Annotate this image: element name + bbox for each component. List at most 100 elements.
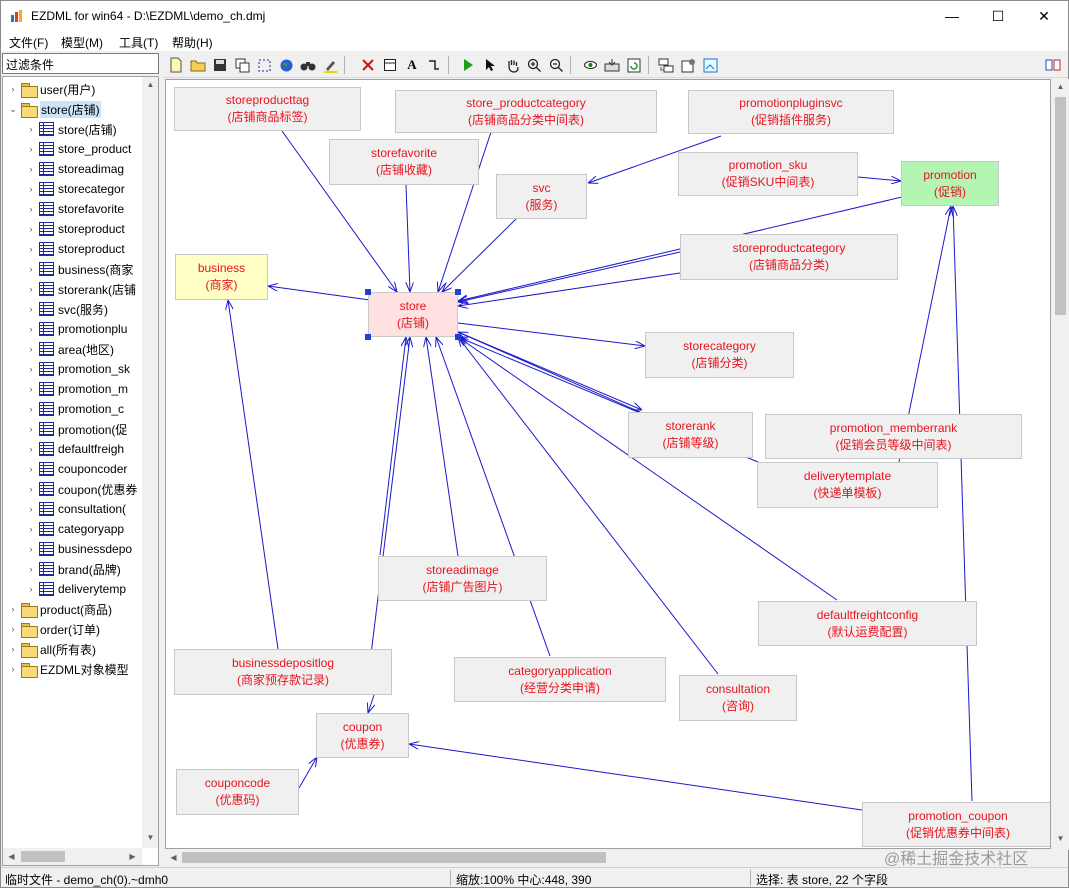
tree-group[interactable]: ›product(商品) bbox=[7, 599, 112, 619]
collapsed-chevron-icon[interactable]: › bbox=[29, 524, 33, 534]
scroll-down-icon[interactable]: ▼ bbox=[146, 833, 155, 842]
collapsed-chevron-icon[interactable]: › bbox=[29, 224, 33, 234]
collapsed-chevron-icon[interactable]: › bbox=[11, 604, 15, 614]
entity-businessdepositlog[interactable]: businessdepositlog(商家预存款记录) bbox=[174, 649, 392, 695]
tree-table-item[interactable]: ›promotion_c bbox=[25, 399, 124, 419]
entity-storeproductcategory[interactable]: storeproductcategory(店铺商品分类) bbox=[680, 234, 898, 280]
relationship-line[interactable] bbox=[368, 694, 374, 713]
relationship-line[interactable] bbox=[438, 122, 495, 292]
menu-help[interactable]: 帮助(H) bbox=[172, 36, 213, 50]
collapsed-chevron-icon[interactable]: › bbox=[29, 424, 33, 434]
tree-table-item[interactable]: ›promotion_sk bbox=[25, 359, 130, 379]
minimize-button[interactable]: — bbox=[945, 8, 959, 24]
collapsed-chevron-icon[interactable]: › bbox=[29, 484, 33, 494]
entity-storeproducttag[interactable]: storeproducttag(店铺商品标签) bbox=[174, 87, 361, 131]
entity-promotion-memberrank[interactable]: promotion_memberrank(促销会员等级中间表) bbox=[765, 414, 1022, 459]
pointer-icon[interactable] bbox=[480, 55, 500, 75]
relationship-line[interactable] bbox=[409, 744, 863, 811]
scroll-left-icon[interactable]: ◀ bbox=[170, 853, 177, 862]
run-icon[interactable] bbox=[458, 55, 478, 75]
copy-icon[interactable] bbox=[232, 55, 252, 75]
selection-handle[interactable] bbox=[365, 289, 371, 295]
collapsed-chevron-icon[interactable]: › bbox=[11, 624, 15, 634]
entity-consultation[interactable]: consultation(咨询) bbox=[679, 675, 797, 721]
entity-promotion-sku[interactable]: promotion_sku(促销SKU中间表) bbox=[678, 152, 858, 196]
scroll-right-icon[interactable]: ▶ bbox=[129, 852, 136, 861]
zoom-out-icon[interactable] bbox=[546, 55, 566, 75]
relationship-line[interactable] bbox=[298, 757, 317, 789]
entity-storeadimage[interactable]: storeadimage(店铺广告图片) bbox=[378, 556, 547, 601]
collapsed-chevron-icon[interactable]: › bbox=[29, 404, 33, 414]
save-icon[interactable] bbox=[210, 55, 230, 75]
tree-table-item[interactable]: ›defaultfreigh bbox=[25, 439, 124, 459]
collapsed-chevron-icon[interactable]: › bbox=[29, 164, 33, 174]
import-icon[interactable] bbox=[602, 55, 622, 75]
scroll-up-icon[interactable]: ▲ bbox=[1056, 82, 1065, 91]
tree-group[interactable]: ›user(用户) bbox=[7, 79, 95, 99]
collapsed-chevron-icon[interactable]: › bbox=[29, 184, 33, 194]
relationship-line[interactable] bbox=[458, 332, 641, 413]
canvas-vertical-scrollbar[interactable]: ▲ ▼ bbox=[1052, 79, 1069, 850]
entity-promotionpluginsvc[interactable]: promotionpluginsvc(促销插件服务) bbox=[688, 90, 894, 134]
collapsed-chevron-icon[interactable]: › bbox=[11, 664, 15, 674]
scroll-up-icon[interactable]: ▲ bbox=[146, 80, 155, 89]
entity-promotion[interactable]: promotion(促销) bbox=[901, 161, 999, 206]
delete-icon[interactable] bbox=[358, 55, 378, 75]
tree-table-item[interactable]: ›storecategor bbox=[25, 179, 125, 199]
entity-storecategory[interactable]: storecategory(店铺分类) bbox=[645, 332, 794, 378]
tree-table-item[interactable]: ›brand(品牌) bbox=[25, 559, 121, 579]
collapsed-chevron-icon[interactable]: › bbox=[29, 344, 33, 354]
selection-handle[interactable] bbox=[455, 289, 461, 295]
properties-icon[interactable] bbox=[678, 55, 698, 75]
tree-vertical-scrollbar[interactable]: ▲ ▼ bbox=[142, 77, 158, 848]
scroll-left-icon[interactable]: ◀ bbox=[8, 852, 15, 861]
relationship-line[interactable] bbox=[953, 206, 973, 802]
table-icon[interactable] bbox=[380, 55, 400, 75]
tree-table-item[interactable]: ›storeadimag bbox=[25, 159, 124, 179]
canvas-vscroll-thumb[interactable] bbox=[1055, 97, 1066, 315]
tree-table-item[interactable]: ›promotionplu bbox=[25, 319, 127, 339]
connector-icon[interactable] bbox=[424, 55, 444, 75]
scroll-down-icon[interactable]: ▼ bbox=[1056, 834, 1065, 843]
canvas-hscroll-thumb[interactable] bbox=[182, 852, 606, 863]
tree-table-item[interactable]: ›store_product bbox=[25, 139, 131, 159]
binoculars-icon[interactable] bbox=[298, 55, 318, 75]
relationship-line[interactable] bbox=[228, 300, 279, 650]
tree-horizontal-scrollbar[interactable]: ◀ ▶ bbox=[3, 848, 142, 865]
relationship-line[interactable] bbox=[857, 177, 901, 181]
tree-table-item[interactable]: ›business(商家 bbox=[25, 259, 133, 279]
expanded-chevron-icon[interactable]: ⌄ bbox=[9, 103, 17, 114]
highlighter-icon[interactable] bbox=[320, 55, 340, 75]
collapsed-chevron-icon[interactable]: › bbox=[29, 464, 33, 474]
collapsed-chevron-icon[interactable]: › bbox=[29, 584, 33, 594]
globe-icon[interactable] bbox=[276, 55, 296, 75]
refresh-icon[interactable] bbox=[624, 55, 644, 75]
tree-table-item[interactable]: ›categoryapp bbox=[25, 519, 124, 539]
collapsed-chevron-icon[interactable]: › bbox=[11, 84, 15, 94]
tree-group[interactable]: ›all(所有表) bbox=[7, 639, 96, 659]
collapsed-chevron-icon[interactable]: › bbox=[29, 504, 33, 514]
text-icon[interactable]: A bbox=[407, 57, 417, 72]
relationship-line[interactable] bbox=[588, 135, 722, 183]
zoom-in-icon[interactable] bbox=[524, 55, 544, 75]
tree-table-item[interactable]: ›consultation( bbox=[25, 499, 126, 519]
entity-store[interactable]: store(店铺) bbox=[368, 292, 458, 337]
entity-coupon[interactable]: coupon(优惠券) bbox=[316, 713, 409, 758]
diagram-canvas[interactable]: storeproducttag(店铺商品标签)store_productcate… bbox=[165, 79, 1051, 849]
tree-group[interactable]: ›EZDML对象模型 bbox=[7, 659, 129, 679]
collapsed-chevron-icon[interactable]: › bbox=[29, 564, 33, 574]
tree-table-item[interactable]: ›businessdepo bbox=[25, 539, 132, 559]
tree-table-item[interactable]: ›promotion_m bbox=[25, 379, 128, 399]
relationship-line[interactable] bbox=[458, 251, 681, 302]
tree-table-item[interactable]: ›store(店铺) bbox=[25, 119, 117, 139]
relationship-line[interactable] bbox=[458, 337, 838, 601]
tree-table-item[interactable]: ›storerank(店铺 bbox=[25, 279, 136, 299]
close-button[interactable]: ✕ bbox=[1038, 7, 1050, 24]
collapsed-chevron-icon[interactable]: › bbox=[11, 644, 15, 654]
relationship-line[interactable] bbox=[405, 184, 410, 292]
menu-tools[interactable]: 工具(T) bbox=[119, 36, 159, 50]
relationship-line[interactable] bbox=[426, 337, 459, 557]
tree-table-item[interactable]: ›promotion(促 bbox=[25, 419, 127, 439]
relationship-line[interactable] bbox=[458, 272, 681, 306]
tree-table-item[interactable]: ›storefavorite bbox=[25, 199, 124, 219]
